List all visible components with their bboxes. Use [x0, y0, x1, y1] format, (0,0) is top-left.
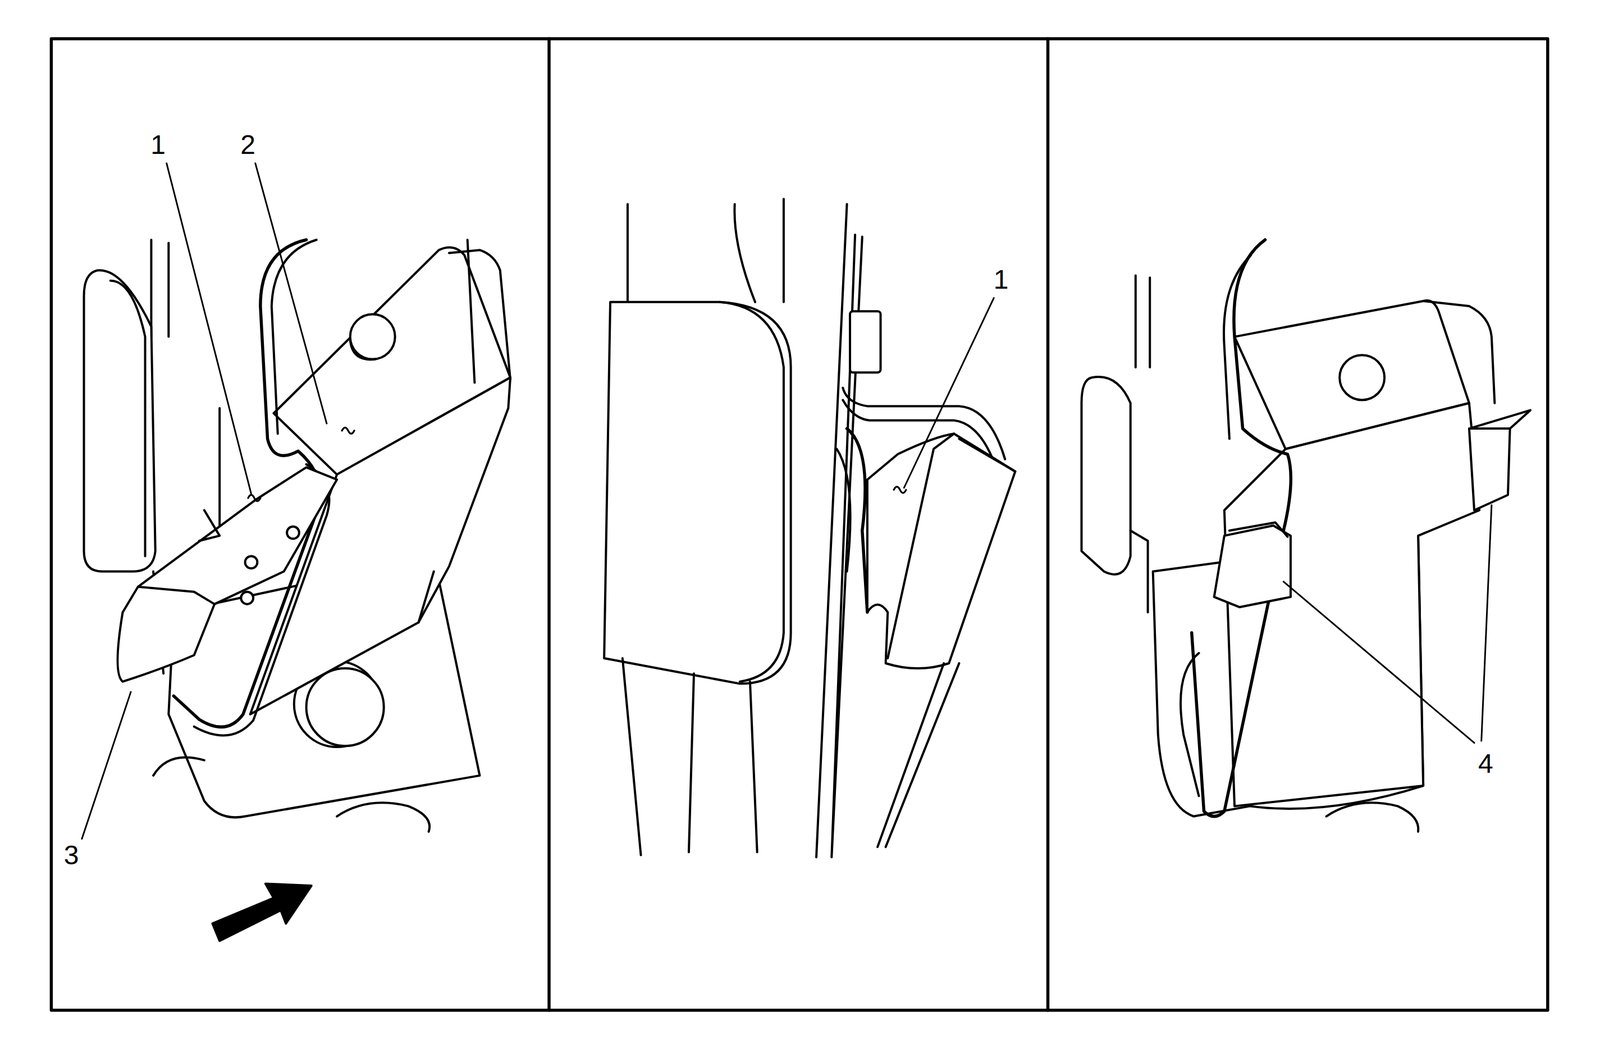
drawing-stroke — [138, 509, 220, 604]
drawing-stroke — [877, 663, 959, 847]
drawing-stroke — [1081, 376, 1131, 575]
drawing-stroke — [240, 591, 254, 605]
panel-three — [1081, 239, 1530, 832]
drawing-stroke — [110, 280, 146, 557]
drawing-stroke — [1214, 525, 1291, 607]
drawing-stroke — [1046, 38, 1050, 1010]
drawing-stroke — [887, 433, 1016, 658]
drawing-stroke — [84, 270, 156, 571]
callout-number: 4 — [1478, 750, 1494, 777]
panel-one — [81, 163, 511, 941]
drawing-stroke — [212, 883, 312, 941]
drawing-stroke — [81, 691, 131, 839]
drawing-stroke — [867, 433, 1016, 669]
panel-two — [604, 198, 1016, 857]
drawing-stroke — [1191, 239, 1292, 817]
drawing-stroke — [1469, 409, 1531, 510]
drawing-stroke — [153, 756, 430, 831]
drawing-stroke — [622, 657, 758, 856]
drawing-stroke — [1481, 504, 1492, 741]
drawing-stroke — [117, 467, 337, 682]
leader-lines — [81, 163, 327, 839]
drawing-stroke — [1229, 522, 1288, 537]
drawing-stroke — [1283, 581, 1475, 743]
drawing-stroke — [849, 311, 881, 373]
drawing-stroke — [350, 314, 396, 360]
drawing-stroke — [719, 302, 784, 682]
panel-frames — [51, 38, 1548, 1010]
drawing-stroke — [1423, 300, 1495, 404]
drawing-stroke — [286, 526, 300, 539]
drawing-stroke — [306, 668, 384, 746]
drawing-stroke — [1326, 802, 1419, 831]
drawing-stroke — [627, 198, 784, 303]
leader-line — [903, 298, 994, 488]
drawing-stroke — [166, 163, 252, 495]
drawing-stroke — [836, 448, 850, 571]
drawing-stroke — [151, 239, 169, 337]
drawing-stroke — [255, 163, 327, 424]
drawing-stroke — [1469, 427, 1511, 430]
callout-number: 3 — [64, 841, 80, 869]
drawing-stroke — [1180, 254, 1251, 796]
drawing-stroke — [547, 38, 551, 1010]
drawing-stroke — [467, 239, 475, 383]
drawing-stroke — [816, 203, 863, 857]
drawing-stroke — [350, 339, 376, 360]
drawing-stroke — [449, 249, 511, 380]
drawing-stroke — [1224, 403, 1480, 807]
callout-number: 1 — [993, 266, 1009, 294]
drawing-stroke — [245, 555, 258, 569]
drawing-stroke — [1130, 530, 1149, 612]
drawing-stroke — [1135, 275, 1150, 368]
drawing-stroke — [51, 38, 1548, 1010]
callout-number: 2 — [240, 131, 256, 159]
leader-lines — [1283, 504, 1492, 743]
drawing-stroke — [1339, 354, 1385, 400]
drawing-stroke — [604, 302, 792, 684]
drawing-stroke — [418, 570, 434, 623]
callout-number: 1 — [150, 131, 166, 159]
drawing-stroke — [248, 427, 355, 501]
